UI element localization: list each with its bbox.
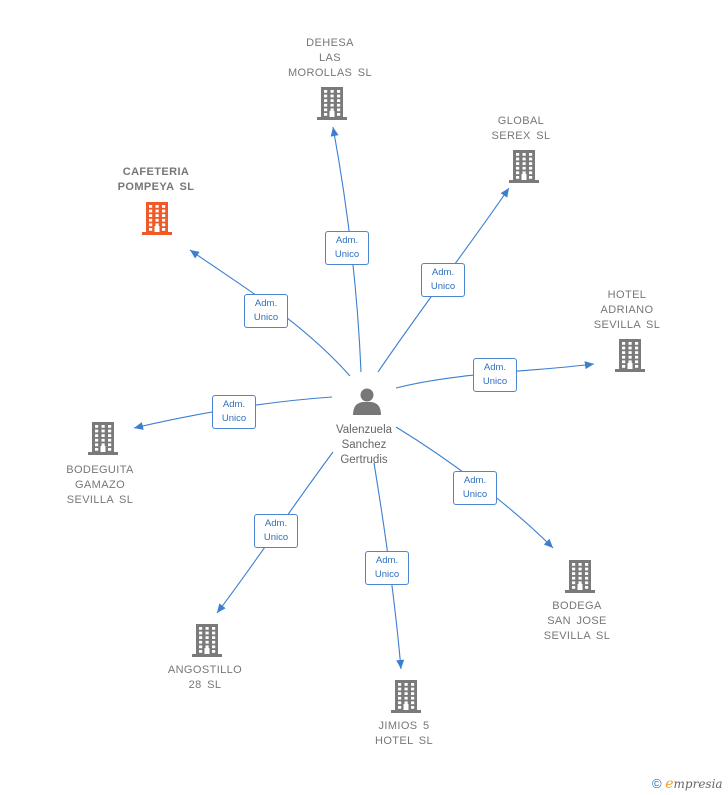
relation-text: Unico xyxy=(482,376,508,387)
company-node-cafeteria[interactable]: CAFETERIA POMPEYA SL xyxy=(81,165,231,195)
relation-label-dehesa[interactable]: Adm. Unico xyxy=(325,231,369,265)
relation-text: Adm. xyxy=(431,267,455,278)
icons-layer xyxy=(88,87,645,713)
company-name-line: BODEGUITA xyxy=(66,464,134,476)
copyright-symbol: © xyxy=(652,776,662,791)
company-name-line: HOTEL SL xyxy=(375,735,433,747)
company-name-line: JIMIOS 5 xyxy=(378,720,430,732)
building-icon xyxy=(317,87,347,120)
company-name-line: SAN JOSE xyxy=(547,615,607,627)
company-name-line: ADRIANO xyxy=(600,304,654,316)
footer-brand[interactable]: © empresia xyxy=(652,776,723,792)
company-name-line: SEVILLA SL xyxy=(593,319,661,331)
arrow-head-bodeguita xyxy=(134,422,144,430)
building-icon xyxy=(615,339,645,372)
relation-text: Adm. xyxy=(222,399,246,410)
company-node-dehesa[interactable]: DEHESA LAS MOROLLAS SL xyxy=(255,36,405,81)
building-icon xyxy=(509,150,539,183)
company-name-line: POMPEYA SL xyxy=(117,181,195,193)
company-name-line: SEVILLA SL xyxy=(66,494,134,506)
company-name-line: DEHESA xyxy=(306,37,354,49)
relation-text: Unico xyxy=(334,249,360,260)
relation-label-bodeguita[interactable]: Adm. Unico xyxy=(212,395,256,429)
building-icon xyxy=(192,624,222,657)
relation-text: Unico xyxy=(263,532,289,543)
relation-text: Adm. xyxy=(335,235,359,246)
relation-text: Adm. xyxy=(254,298,278,309)
building-icon xyxy=(391,680,421,713)
building-icon xyxy=(565,560,595,593)
company-name-line: SEREX SL xyxy=(491,130,551,142)
arrow-head-global xyxy=(500,188,509,198)
relation-label-angostillo[interactable]: Adm. Unico xyxy=(254,514,298,548)
relation-text: Adm. xyxy=(264,518,288,529)
person-name-line: Gertrudis xyxy=(340,454,388,466)
company-name-line: CAFETERIA xyxy=(122,166,190,178)
arrow-head-cafeteria xyxy=(190,250,200,259)
company-name-line: LAS xyxy=(319,52,341,64)
building-icon xyxy=(88,422,118,455)
company-node-global[interactable]: GLOBAL SEREX SL xyxy=(446,114,596,144)
company-name-line: 28 SL xyxy=(188,679,222,691)
relation-text: Unico xyxy=(374,569,400,580)
relation-text: Unico xyxy=(430,281,456,292)
arrow-head-dehesa xyxy=(330,127,339,137)
company-name-line: ANGOSTILLO xyxy=(167,664,243,676)
relation-text: Unico xyxy=(253,312,279,323)
arrow-head-jimios xyxy=(396,659,405,669)
company-name-line: MOROLLAS SL xyxy=(287,67,373,79)
company-node-jimios[interactable]: JIMIOS 5 HOTEL SL xyxy=(329,719,479,749)
relation-text: Adm. xyxy=(375,555,399,566)
relation-text: Unico xyxy=(221,413,247,424)
relation-text: Unico xyxy=(462,489,488,500)
company-node-bodeguita[interactable]: BODEGUITA GAMAZO SEVILLA SL xyxy=(25,463,175,508)
relation-text: Adm. xyxy=(483,362,507,373)
person-name-line: Sanchez xyxy=(341,439,387,451)
company-node-hotel[interactable]: HOTEL ADRIANO SEVILLA SL xyxy=(552,288,702,333)
relation-label-bodega[interactable]: Adm. Unico xyxy=(453,471,497,505)
company-name-line: GLOBAL xyxy=(497,115,545,127)
company-name-line: SEVILLA SL xyxy=(543,630,611,642)
person-name-line: Valenzuela xyxy=(335,424,393,436)
arrow-head-hotel xyxy=(584,361,594,370)
arrow-head-angostillo xyxy=(217,603,226,613)
arrow-head-bodega xyxy=(543,538,553,548)
brand-logo-text: mpresia xyxy=(673,777,723,791)
company-name-line: GAMAZO xyxy=(74,479,126,491)
company-node-bodega[interactable]: BODEGA SAN JOSE SEVILLA SL xyxy=(502,599,652,644)
building-icon xyxy=(142,202,172,235)
relation-label-jimios[interactable]: Adm. Unico xyxy=(365,551,409,585)
company-name-line: BODEGA xyxy=(552,600,602,612)
brand-logo-initial: e xyxy=(665,776,674,792)
company-node-angostillo[interactable]: ANGOSTILLO 28 SL xyxy=(130,663,280,693)
person-icon xyxy=(353,388,381,415)
company-name-line: HOTEL xyxy=(607,289,647,301)
relation-label-global[interactable]: Adm. Unico xyxy=(421,263,465,297)
relation-label-hotel[interactable]: Adm. Unico xyxy=(473,358,517,392)
relation-label-cafeteria[interactable]: Adm. Unico xyxy=(244,294,288,328)
relation-text: Adm. xyxy=(463,475,487,486)
